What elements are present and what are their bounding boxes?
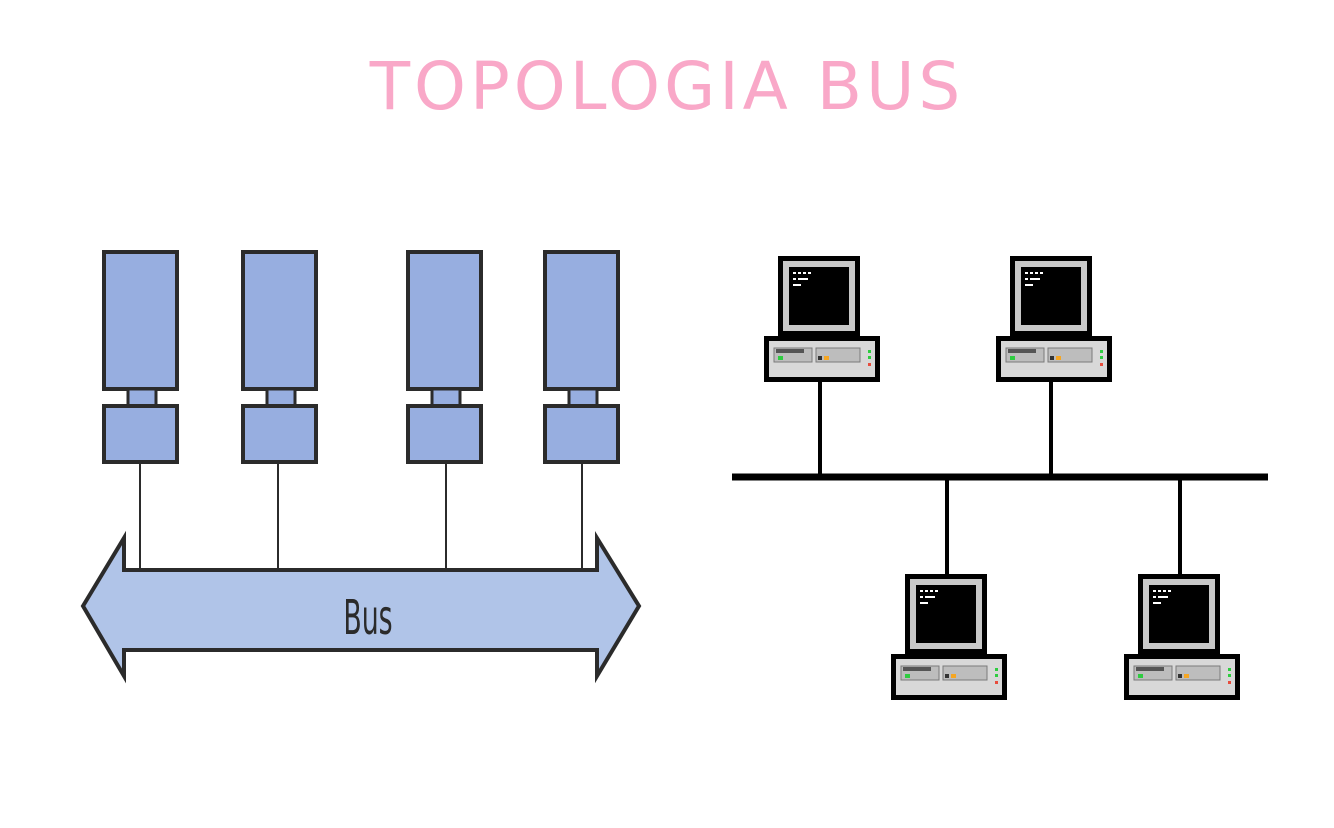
computer-3 (890, 573, 1008, 701)
bus-node-4 (543, 250, 620, 464)
page-title: TOPOLOGIA BUS (369, 48, 965, 125)
left-bus-diagram: Bus (80, 250, 642, 684)
bus-node-1 (102, 250, 179, 464)
bus-label: Bus (343, 591, 392, 646)
computer-1 (763, 255, 881, 383)
right-bus-diagram (732, 255, 1268, 701)
bus-node-3 (406, 250, 483, 464)
bus-arrow (80, 530, 642, 684)
bus-node-2 (241, 250, 318, 464)
computer-2 (995, 255, 1113, 383)
computer-4 (1123, 573, 1241, 701)
